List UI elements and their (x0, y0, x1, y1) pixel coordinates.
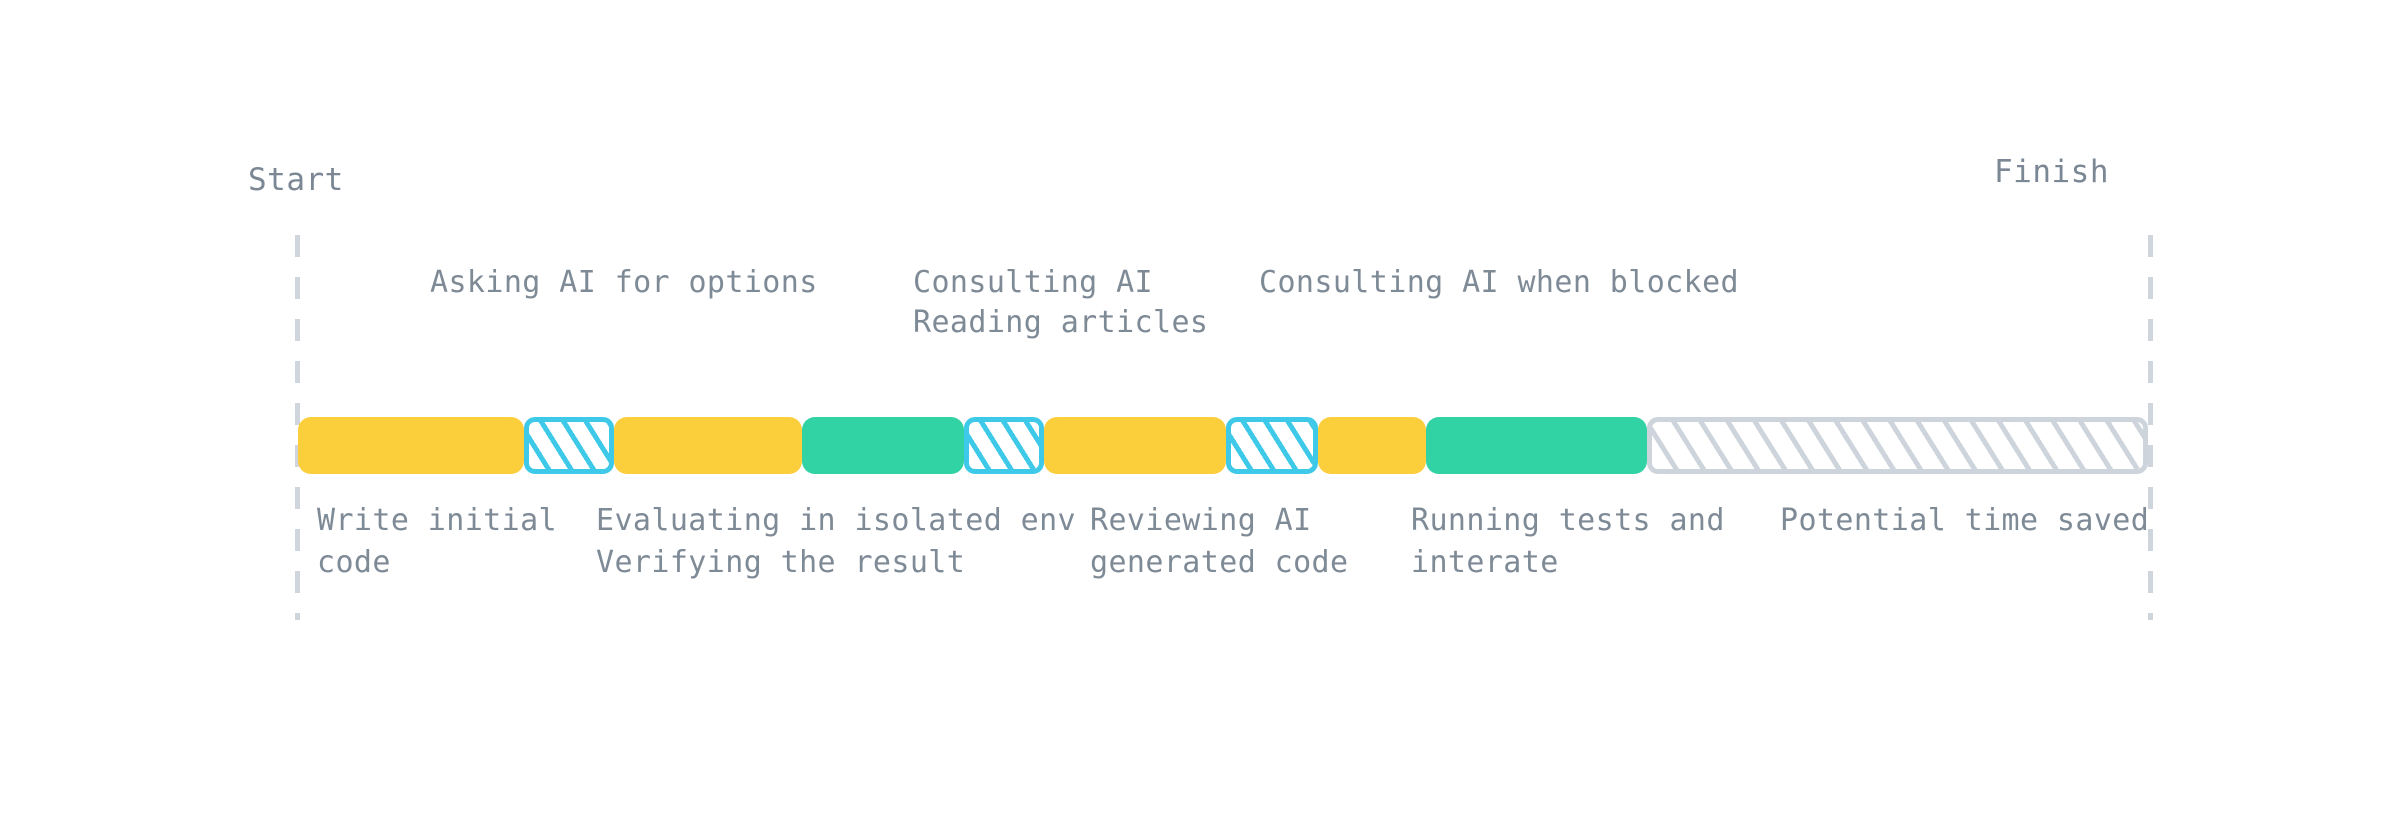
finish-dashed-line (2148, 235, 2153, 620)
bottom-annotation-3: Running tests and interate (1411, 503, 1725, 580)
timeline-segment-6 (1226, 417, 1318, 474)
finish-marker-label: Finish (1994, 154, 2109, 190)
timeline-segment-8 (1426, 417, 1647, 474)
bottom-annotation-4: Potential time saved (1780, 503, 2150, 538)
start-marker-label: Start (248, 162, 344, 198)
bottom-annotation-2: Reviewing AI generated code (1090, 503, 1349, 580)
timeline-segment-5 (1044, 417, 1226, 474)
timeline-segment-4 (964, 417, 1044, 474)
top-annotation-2: Consulting AI when blocked (1259, 265, 1739, 300)
timeline-segment-0 (298, 417, 524, 474)
top-annotation-1: Consulting AI Reading articles (913, 265, 1209, 340)
start-dashed-line (295, 235, 300, 620)
timeline-segment-1 (524, 417, 614, 474)
bottom-annotation-0: Write initial code (317, 503, 557, 580)
bottom-annotation-1: Evaluating in isolated env Verifying the… (596, 503, 1076, 580)
timeline-segment-3 (802, 417, 964, 474)
timeline-bar (298, 417, 2148, 474)
timeline-segment-9 (1647, 417, 2148, 474)
timeline-segment-7 (1318, 417, 1426, 474)
top-annotation-0: Asking AI for options (430, 265, 818, 300)
timeline-segment-2 (614, 417, 802, 474)
